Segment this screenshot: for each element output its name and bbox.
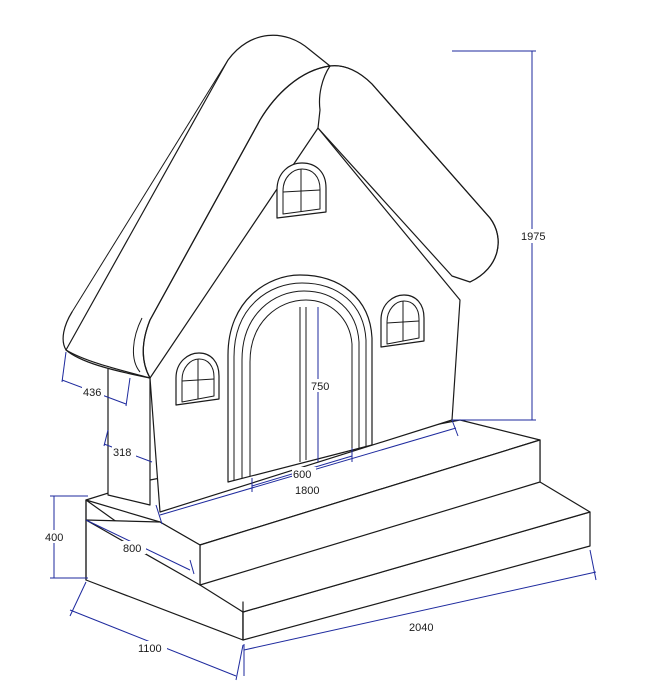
window-top xyxy=(276,162,327,219)
dim-step-depth: 800 xyxy=(123,543,141,555)
dim-platform-depth: 1100 xyxy=(138,643,162,655)
dim-door-height: 750 xyxy=(311,381,329,393)
house-side-wall xyxy=(107,354,151,506)
dim-door-width: 600 xyxy=(293,469,311,481)
window-right xyxy=(380,294,425,348)
door xyxy=(227,274,373,483)
dim-platform-height: 400 xyxy=(45,532,63,544)
dim-front-width: 1800 xyxy=(295,485,319,497)
dim-platform-width: 2040 xyxy=(409,622,433,634)
window-left xyxy=(175,352,220,406)
dim-overall-height: 1975 xyxy=(521,231,545,243)
dim-wall-offset: 318 xyxy=(113,447,131,459)
dim-roof-overhang: 436 xyxy=(83,387,101,399)
dimension-labels: 1975 436 318 400 800 750 600 1800 2040 1… xyxy=(44,229,550,655)
roof xyxy=(62,34,499,379)
